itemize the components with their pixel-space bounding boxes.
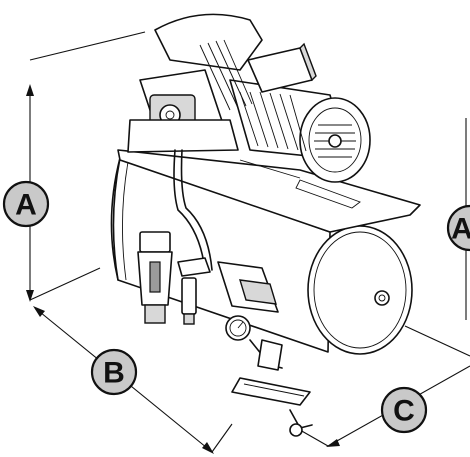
badge-a-right-label: A <box>451 213 470 246</box>
badge-c: C <box>380 386 428 434</box>
badge-c-label: C <box>393 395 415 428</box>
badge-b: B <box>90 348 138 396</box>
badge-a-right: A <box>446 204 470 252</box>
air-piping <box>173 149 213 271</box>
pressure-gauge <box>225 315 251 341</box>
badge-a-left: A <box>2 180 50 228</box>
badge-b-label: B <box>103 357 125 390</box>
pressure-switch <box>217 261 279 313</box>
compressor-pump-head <box>127 13 263 153</box>
electric-motor <box>229 42 371 183</box>
air-filter-regulator <box>137 231 211 325</box>
badge-a-left-label: A <box>15 189 37 222</box>
base-plate <box>117 149 421 233</box>
motor-cooling-fins <box>239 91 307 152</box>
cylinder-fins <box>199 39 253 111</box>
drain-assembly <box>231 339 313 437</box>
tank-feet <box>257 339 283 371</box>
